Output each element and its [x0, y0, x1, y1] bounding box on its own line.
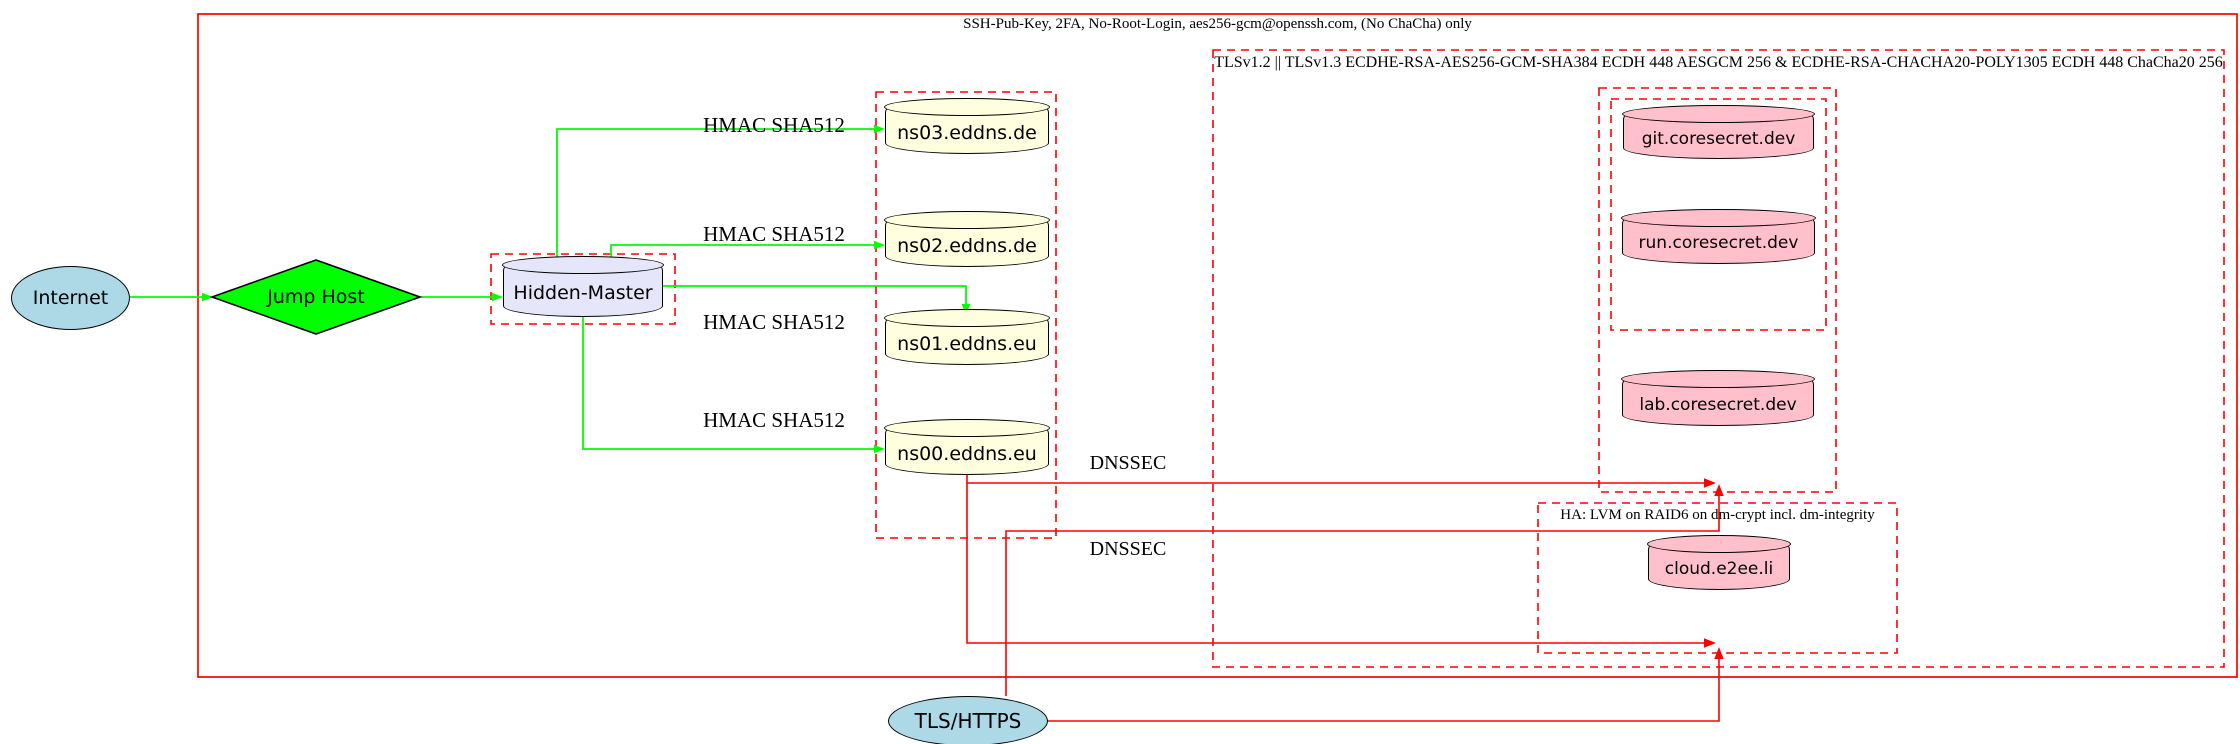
- edge-hiddenmaster-ns03: [556, 128, 876, 264]
- git-coresecret-label: git.coresecret.dev: [1641, 128, 1796, 149]
- edge-ns00-coresecret-dnssec: [966, 474, 1704, 484]
- arrowhead-ns00: [874, 444, 885, 454]
- arrowhead-jumphost: [202, 292, 213, 302]
- arrowhead-coresecret-up: [1714, 484, 1724, 496]
- ns00-node: ns00.eddns.eu: [884, 419, 1050, 475]
- edge-tlshttps-ha: [1046, 659, 1720, 722]
- ns01-node: ns01.eddns.eu: [884, 309, 1050, 365]
- hidden-master-node: Hidden-Master: [502, 256, 664, 317]
- lab-coresecret-node: lab.coresecret.dev: [1621, 370, 1815, 426]
- jump-host-node: Jump Host: [212, 261, 420, 333]
- lab-coresecret-label: lab.coresecret.dev: [1639, 394, 1797, 415]
- arrowhead-ha-up: [1714, 647, 1724, 659]
- run-coresecret-label: run.coresecret.dev: [1638, 233, 1799, 253]
- arrowhead-ns02: [874, 240, 885, 250]
- ns01-label: ns01.eddns.eu: [897, 332, 1037, 355]
- internet-node: Internet: [11, 266, 130, 330]
- edge-ns00-ha-dnssec: [966, 483, 1704, 644]
- ssh-cluster-box: [197, 13, 2238, 678]
- ssh-cluster-label: SSH-Pub-Key, 2FA, No-Root-Login, aes256-…: [963, 16, 1472, 32]
- internet-label: Internet: [32, 287, 109, 309]
- hidden-master-label: Hidden-Master: [513, 282, 653, 304]
- ns03-node: ns03.eddns.de: [884, 98, 1050, 154]
- edge-tlshttps-coresecret: [1005, 496, 1720, 696]
- hmac-label-ns00: HMAC SHA512: [703, 408, 845, 432]
- arrowhead-ha-right: [1704, 638, 1716, 648]
- run-coresecret-node: run.coresecret.dev: [1621, 209, 1816, 264]
- nameserver-cluster-box: [875, 91, 1057, 539]
- ns03-label: ns03.eddns.de: [897, 121, 1037, 144]
- arrowhead-hiddenmaster: [492, 292, 503, 302]
- hmac-label-ns01: HMAC SHA512: [703, 310, 845, 334]
- jump-host-label: Jump Host: [267, 286, 365, 308]
- dnssec-label-1: DNSSEC: [1089, 452, 1167, 474]
- jump-host-diamond: [209, 259, 423, 335]
- ns00-label: ns00.eddns.eu: [897, 442, 1037, 465]
- arrowhead-ns03: [874, 124, 885, 134]
- ha-cluster-label: HA: LVM on RAID6 on dm-crypt incl. dm-in…: [1560, 507, 1875, 523]
- cloud-e2ee-node: cloud.e2ee.li: [1647, 535, 1791, 590]
- git-coresecret-node: git.coresecret.dev: [1622, 105, 1815, 159]
- edge-hiddenmaster-ns00: [582, 315, 876, 450]
- tls-https-label: TLS/HTTPS: [914, 709, 1022, 733]
- dnssec-label-2: DNSSEC: [1089, 538, 1167, 560]
- ns02-label: ns02.eddns.de: [897, 234, 1037, 257]
- arrowhead-coresecret-right: [1704, 478, 1716, 488]
- git-run-cluster-box: [1610, 98, 1827, 331]
- cloud-e2ee-label: cloud.e2ee.li: [1664, 559, 1774, 579]
- edge-hiddenmaster-ns01: [661, 285, 967, 306]
- tls-cluster-label: TLSv1.2 || TLSv1.3 ECDHE-RSA-AES256-GCM-…: [1214, 54, 2223, 71]
- hmac-label-ns03: HMAC SHA512: [703, 113, 845, 137]
- tls-https-node: TLS/HTTPS: [888, 696, 1048, 744]
- hidden-master-cluster-box: [490, 253, 676, 325]
- ns02-node: ns02.eddns.de: [884, 211, 1050, 267]
- hmac-label-ns02: HMAC SHA512: [703, 222, 845, 246]
